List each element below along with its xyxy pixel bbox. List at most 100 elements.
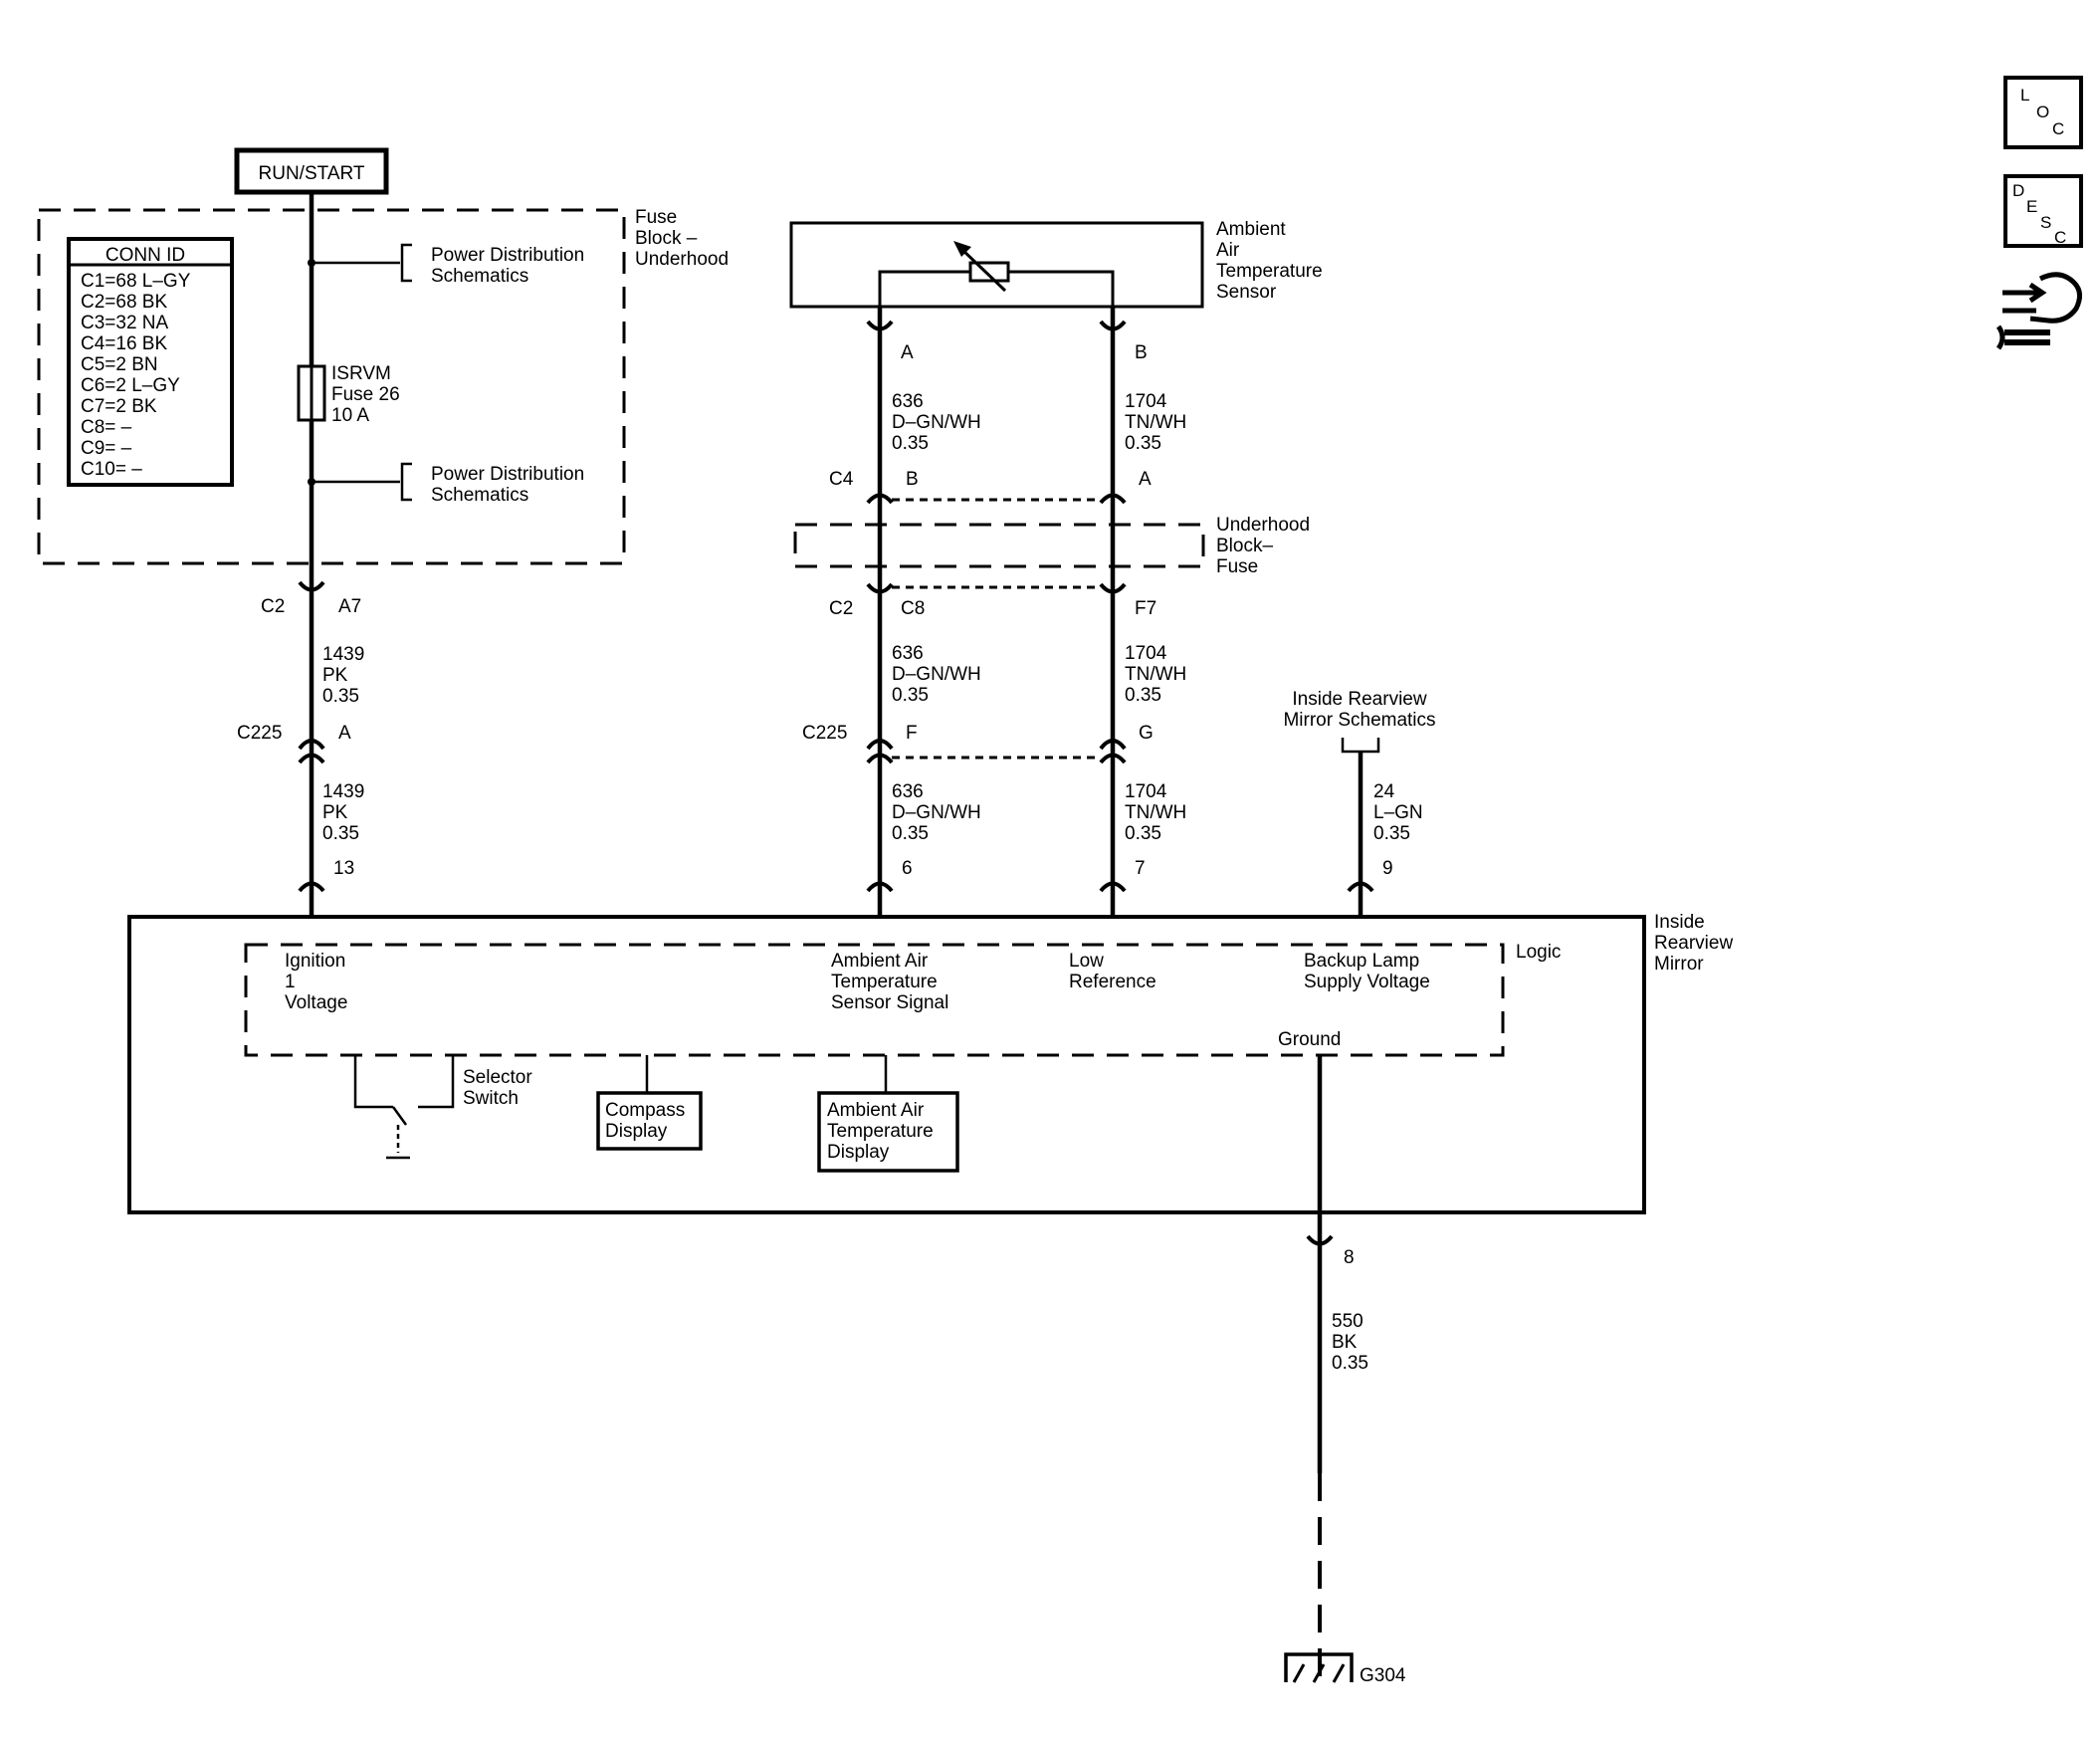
wire-label-24: 24 L–GN 0.35 [1373,781,1423,844]
svg-text:Supply Voltage: Supply Voltage [1304,972,1430,992]
svg-text:Reference: Reference [1069,972,1156,992]
connector-pin-7 [1099,881,1127,893]
svg-text:C4=16 BK: C4=16 BK [81,333,167,354]
svg-text:0.35: 0.35 [1125,433,1161,454]
svg-text:Switch: Switch [463,1088,519,1109]
svg-text:0.35: 0.35 [322,686,359,707]
low-reference-input: Low Reference [1069,951,1156,992]
svg-text:Air: Air [1216,240,1240,261]
svg-text:C9= –: C9= – [81,438,132,459]
connector-c4 [866,493,894,505]
svg-text:0.35: 0.35 [1373,823,1410,844]
wire-label-1704-b: 1704 TN/WH 0.35 [1125,643,1186,706]
ground-g304-icon [1284,1652,1354,1683]
power-distribution-label-1: Power Distribution Schematics [431,245,584,287]
svg-text:9: 9 [1382,858,1393,879]
svg-text:B: B [1135,342,1148,363]
ignition-voltage-input: Ignition 1 Voltage [285,951,347,1013]
connector-pin-6 [866,881,894,893]
connector-c225-f-g [866,739,894,751]
svg-text:Temperature: Temperature [827,1121,934,1142]
svg-text:Underhood: Underhood [1216,515,1310,536]
svg-text:G: G [1139,723,1154,744]
svg-text:0.35: 0.35 [892,823,929,844]
svg-text:C1=68 L–GY: C1=68 L–GY [81,271,191,292]
svg-text:1: 1 [285,972,296,992]
svg-text:C: C [2052,119,2064,138]
svg-text:1704: 1704 [1125,781,1167,802]
svg-text:Fuse: Fuse [1216,556,1258,577]
svg-text:13: 13 [333,858,354,879]
svg-text:C7=2 BK: C7=2 BK [81,396,157,417]
connector-pin-9 [1347,881,1374,893]
svg-text:TN/WH: TN/WH [1125,802,1186,823]
svg-text:F: F [906,723,918,744]
svg-text:Low: Low [1069,951,1104,972]
svg-text:Display: Display [827,1142,890,1163]
svg-text:6: 6 [902,858,913,879]
svg-text:C225: C225 [237,723,282,744]
svg-text:Power Distribution: Power Distribution [431,245,584,266]
svg-text:Ignition: Ignition [285,951,345,972]
loc-icon[interactable]: L O C [2003,76,2083,149]
svg-text:Fuse: Fuse [635,207,677,228]
svg-text:Schematics: Schematics [431,266,528,287]
sensor-label: Ambient Air Temperature Sensor [1216,219,1323,303]
connector-sensor-a [866,320,894,331]
svg-text:1439: 1439 [322,644,364,665]
svg-text:Block–: Block– [1216,536,1273,556]
svg-text:A: A [1139,469,1152,490]
svg-text:0.35: 0.35 [1125,685,1161,706]
svg-text:Block –: Block – [635,228,698,249]
svg-text:0.35: 0.35 [892,685,929,706]
svg-text:C6=2 L–GY: C6=2 L–GY [81,375,180,396]
svg-text:Voltage: Voltage [285,992,347,1013]
svg-text:PK: PK [322,802,348,823]
run-start-label: RUN/START [234,147,389,195]
svg-text:Backup Lamp: Backup Lamp [1304,951,1419,972]
logic-boundary [244,943,1505,1057]
underhood-block-fuse-boundary [793,523,1205,568]
fuse-block-boundary [37,208,626,565]
svg-text:C10= –: C10= – [81,459,142,480]
ambient-air-sensor-signal-input: Ambient Air Temperature Sensor Signal [831,951,948,1013]
svg-text:Temperature: Temperature [1216,261,1323,282]
svg-text:10 A: 10 A [331,405,369,426]
svg-text:Compass: Compass [605,1100,685,1121]
svg-text:1704: 1704 [1125,643,1167,664]
wrench-hand-icon[interactable] [1995,272,2082,350]
fuse-block-label: Fuse Block – Underhood [635,207,729,270]
wire-label-1439-b: 1439 PK 0.35 [322,781,364,844]
wire-label-636-c: 636 D–GN/WH 0.35 [892,781,981,844]
svg-text:Rearview: Rearview [1654,933,1733,954]
svg-text:Ambient Air: Ambient Air [831,951,929,972]
svg-text:Inside: Inside [1654,912,1705,933]
mirror-title: Inside Rearview Mirror [1654,912,1733,975]
logic-label: Logic [1516,942,1561,963]
svg-text:Inside Rearview: Inside Rearview [1292,689,1426,710]
svg-text:0.35: 0.35 [322,823,359,844]
svg-text:C8: C8 [901,598,925,619]
desc-icon[interactable]: D E S C [2003,174,2083,248]
svg-text:550: 550 [1332,1311,1364,1332]
connector-c225-a [298,739,325,751]
svg-text:636: 636 [892,643,924,664]
ambient-air-temperature-sensor [789,221,1204,309]
svg-text:636: 636 [892,391,924,412]
svg-text:S: S [2040,213,2051,232]
wire-label-1704-a: 1704 TN/WH 0.35 [1125,391,1186,454]
svg-text:A: A [338,723,351,744]
svg-text:1439: 1439 [322,781,364,802]
wire-label-1439-a: 1439 PK 0.35 [322,644,364,707]
wire-label-636-a: 636 D–GN/WH 0.35 [892,391,981,454]
connector-c2-a7 [298,580,325,592]
svg-text:Mirror Schematics: Mirror Schematics [1283,710,1435,731]
svg-text:L: L [2020,86,2029,105]
svg-text:B: B [906,469,919,490]
svg-text:Temperature: Temperature [831,972,938,992]
svg-text:1704: 1704 [1125,391,1167,412]
connector-pin-13 [298,881,325,893]
svg-text:CONN ID: CONN ID [105,245,185,266]
svg-text:A7: A7 [338,596,361,617]
inside-rearview-mirror-module [127,915,1646,1214]
